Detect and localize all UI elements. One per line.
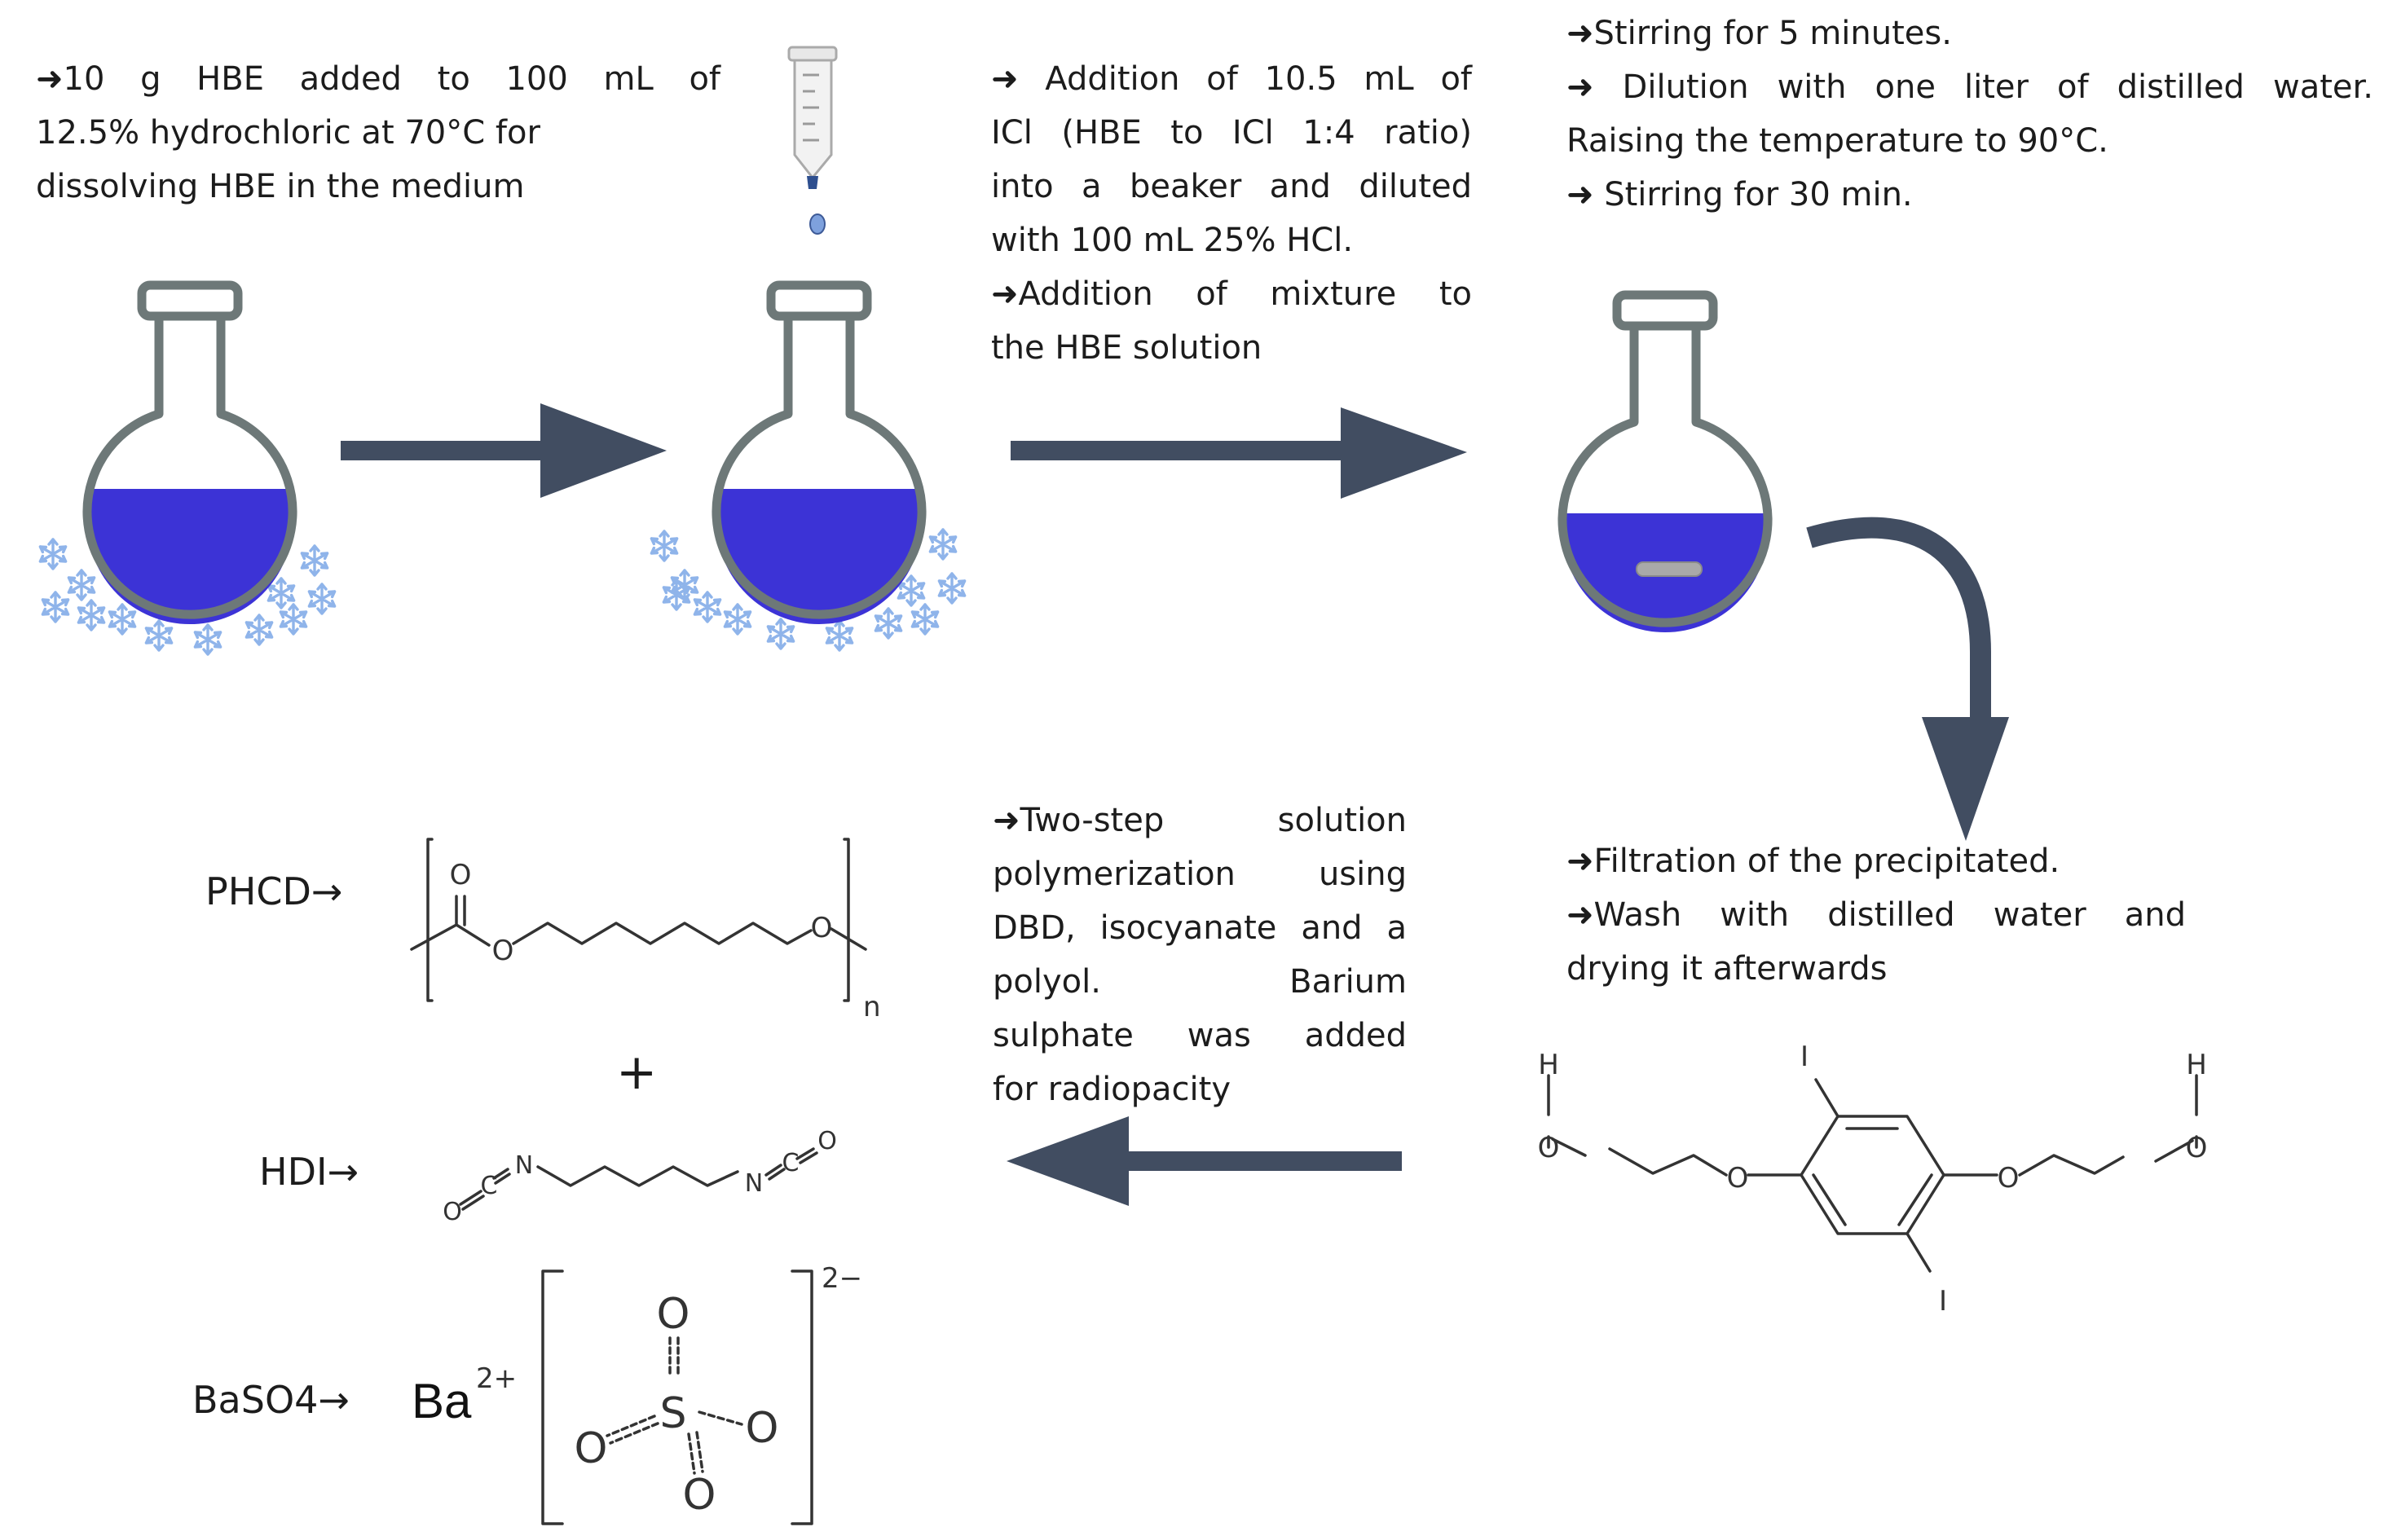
step2-line: ➜Addition of mixture to — [991, 275, 1472, 313]
hdi-c-right: C — [782, 1149, 800, 1177]
phcd-ester-o: O — [492, 935, 514, 967]
step3-text: ➜Stirring for 5 minutes. ➜ Dilution with… — [1566, 7, 2373, 222]
hdi-o-left: O — [443, 1198, 462, 1226]
hdi-n-left: N — [515, 1151, 533, 1180]
sulfate-o-left: O — [575, 1424, 608, 1473]
hdi-label: HDI→ — [259, 1150, 359, 1194]
phcd-structure: O O O n — [410, 838, 881, 1023]
baso4-structure: O S O O O 2− Ba 2+ — [412, 1262, 862, 1525]
step4-line: ➜Filtration of the precipitated. — [1566, 843, 2060, 880]
stir-bar — [1636, 561, 1703, 577]
dbd-structure: I I O O O H O H — [1538, 1041, 2208, 1318]
step1-line: 12.5% hydrochloric at 70°C for — [36, 114, 540, 152]
step2-line: the HBE solution — [991, 329, 1262, 367]
step5-line: for radiopacity — [993, 1071, 1231, 1108]
syringe-icon — [787, 46, 838, 235]
step1-line: dissolving HBE in the medium — [36, 168, 525, 205]
round-bottom-flask-2 — [712, 280, 927, 624]
barium-symbol: Ba — [412, 1374, 472, 1428]
barium-charge: 2+ — [476, 1362, 517, 1395]
hdi-o-right: O — [817, 1127, 837, 1155]
step4-text: ➜Filtration of the precipitated. ➜Wash w… — [1566, 834, 2186, 996]
dbd-ether-o-right: O — [1998, 1162, 2020, 1195]
step2-line: with 100 mL 25% HCl. — [991, 222, 1354, 259]
plus-sign: + — [616, 1044, 658, 1101]
sulfate-s: S — [659, 1389, 686, 1438]
phcd-ether-o: O — [811, 912, 833, 944]
phcd-carbonyl-o: O — [450, 859, 472, 891]
dbd-hydroxyl-h-left: H — [1538, 1049, 1559, 1081]
step4-line: ➜Wash with distilled water and — [1566, 896, 2186, 934]
step2-line: into a beaker and diluted — [991, 168, 1472, 205]
dbd-hydroxyl-h-right: H — [2186, 1049, 2207, 1081]
step1-line: ➜10 g HBE added to 100 mL of — [36, 60, 720, 98]
sulfate-charge: 2− — [822, 1262, 862, 1295]
step5-line: sulphate was added — [993, 1017, 1407, 1054]
round-bottom-flask-3 — [1557, 290, 1773, 632]
baso4-label: BaSO4→ — [192, 1378, 350, 1422]
hdi-structure: O C N N C O — [443, 1127, 837, 1226]
phcd-label: PHCD→ — [205, 869, 343, 913]
dbd-hydroxyl-o-left: O — [1538, 1132, 1560, 1164]
dbd-iodine-top: I — [1800, 1041, 1809, 1073]
step5-line: polyol. Barium — [993, 963, 1407, 1001]
step3-line: ➜ Stirring for 30 min. — [1566, 176, 1913, 213]
round-bottom-flask-1 — [82, 280, 297, 624]
step3-line: Raising the temperature to 90°C. — [1566, 122, 2108, 160]
step3-line: ➜Stirring for 5 minutes. — [1566, 15, 1952, 52]
arrow-step4-to-step5 — [1007, 1116, 1402, 1206]
step1-text: ➜10 g HBE added to 100 mL of 12.5% hydro… — [36, 52, 720, 213]
phcd-repeat-n: n — [863, 991, 881, 1023]
step5-text: ➜Two-step solution polymerization using … — [993, 794, 1407, 1116]
dbd-hydroxyl-o-right: O — [2186, 1132, 2208, 1164]
arrow-step2-to-step3 — [1011, 407, 1467, 499]
step5-line: ➜Two-step solution — [993, 802, 1407, 839]
dbd-ether-o-left: O — [1727, 1162, 1749, 1195]
step2-text: ➜ Addition of 10.5 mL of ICl (HBE to ICl… — [991, 52, 1472, 375]
step5-line: polymerization using — [993, 856, 1407, 893]
hdi-c-left: C — [481, 1172, 498, 1200]
step2-line: ICl (HBE to ICl 1:4 ratio) — [991, 114, 1472, 152]
arrow-step3-to-step4 — [1806, 517, 2009, 841]
arrow-step1-to-step2 — [341, 403, 667, 498]
step5-line: DBD, isocyanate and a — [993, 909, 1407, 947]
hdi-n-right: N — [745, 1169, 763, 1198]
sulfate-o-bottom: O — [683, 1471, 716, 1520]
step3-line: ➜ Dilution with one liter of distilled w… — [1566, 68, 2373, 106]
sulfate-o-top: O — [657, 1290, 690, 1339]
sulfate-o-right: O — [746, 1404, 779, 1453]
step4-line: drying it afterwards — [1566, 950, 1888, 988]
dbd-iodine-bottom: I — [1939, 1285, 1947, 1318]
step2-line: ➜ Addition of 10.5 mL of — [991, 60, 1472, 98]
